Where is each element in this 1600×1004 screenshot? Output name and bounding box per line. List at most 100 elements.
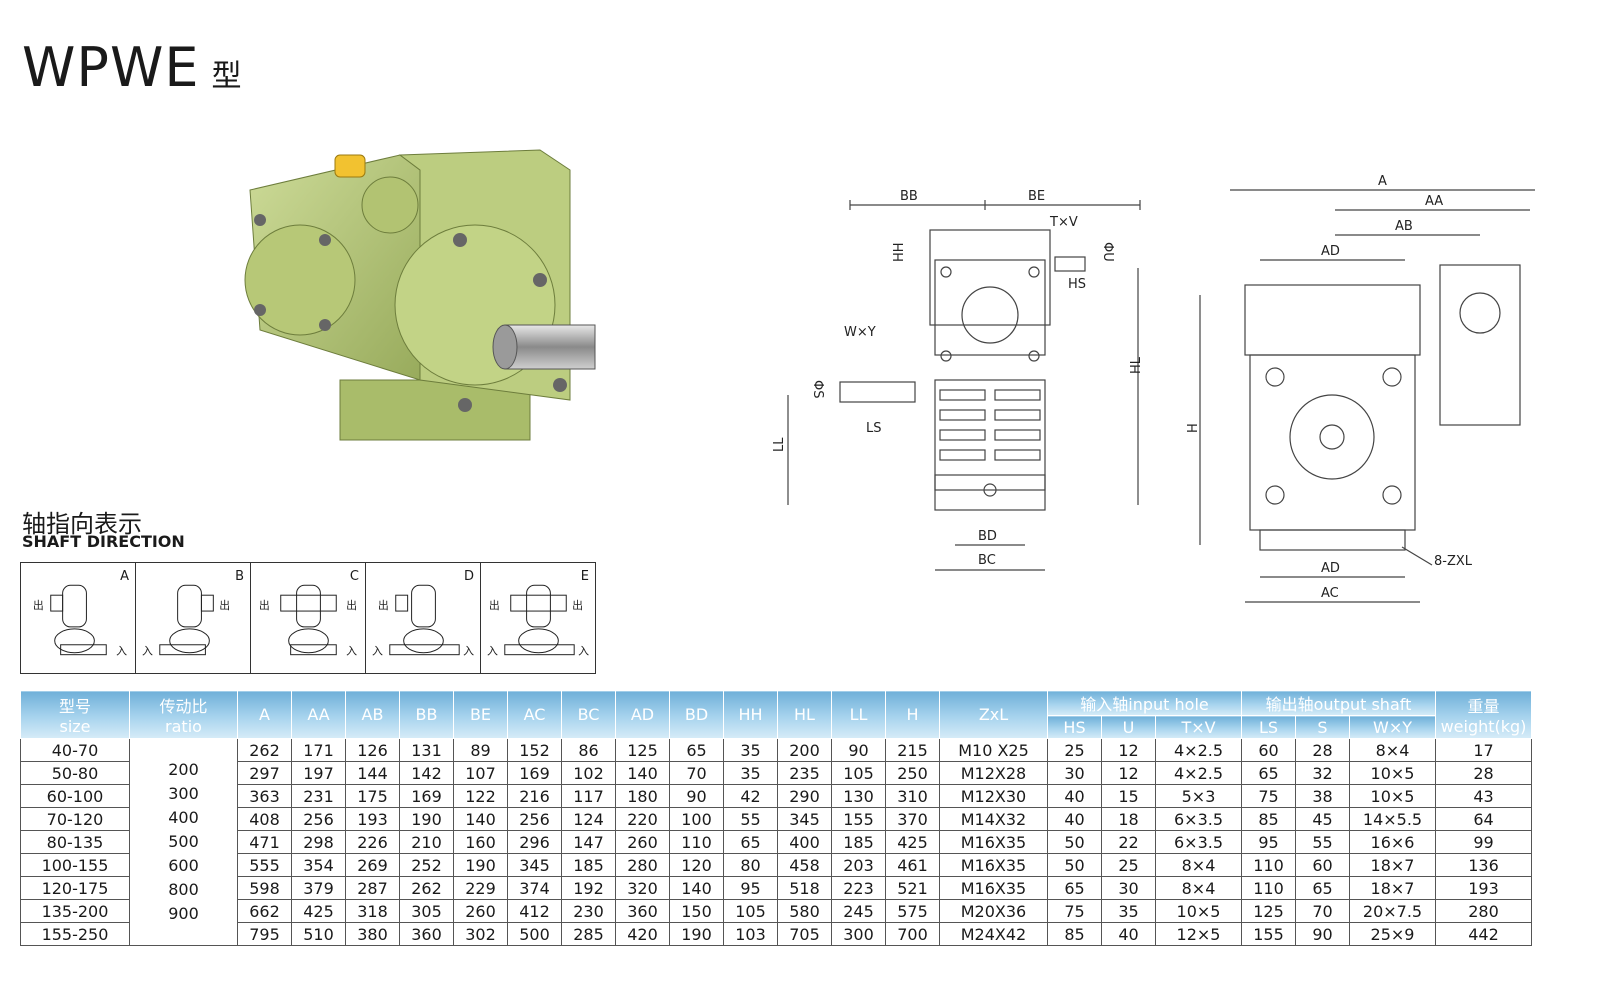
table-cell: M16X35 (939, 876, 1048, 900)
table-cell: 40 (1101, 922, 1156, 946)
table-cell: 14×5.5 (1349, 807, 1436, 831)
table-cell: 185 (561, 853, 616, 877)
table-cell: 50-80 (20, 761, 130, 785)
table-cell: 90 (1295, 922, 1350, 946)
table-cell: 147 (561, 830, 616, 854)
shaft-direction-title-en: SHAFT DIRECTION (22, 532, 185, 551)
table-cell: 32 (1295, 761, 1350, 785)
table-cell: 230 (561, 899, 616, 923)
table-cell: 155-250 (20, 922, 130, 946)
col-header: AA (291, 690, 346, 739)
col-header: HS (1047, 715, 1102, 739)
table-cell: 35 (723, 738, 778, 762)
table-cell: 180 (615, 784, 670, 808)
table-cell: 70 (1295, 899, 1350, 923)
table-cell: 555 (237, 853, 292, 877)
table-cell: 28 (1295, 738, 1350, 762)
out-label: 出 (219, 598, 230, 612)
dim-phiu: ΦU (1100, 242, 1115, 262)
table-cell: 226 (345, 830, 400, 854)
dim-bc: BC (978, 553, 996, 568)
table-cell: 110 (1241, 853, 1296, 877)
table-cell: 287 (345, 876, 400, 900)
table-cell: 185 (831, 830, 886, 854)
table-cell: 354 (291, 853, 346, 877)
table-cell: 42 (723, 784, 778, 808)
table-cell: 8×4 (1155, 876, 1242, 900)
table-cell: 155 (831, 807, 886, 831)
dim-hl: HL (1129, 356, 1144, 374)
table-cell: 17 (1435, 738, 1532, 762)
dim-aa: AA (1425, 194, 1443, 209)
table-cell: 65 (1047, 876, 1102, 900)
in-label: 入 (463, 645, 474, 658)
table-cell: 35 (1101, 899, 1156, 923)
table-cell: M24X42 (939, 922, 1048, 946)
table-cell: 245 (831, 899, 886, 923)
table-cell: 305 (399, 899, 454, 923)
table-cell: 216 (507, 784, 562, 808)
panel-label: D (463, 569, 474, 584)
table-cell: M16X35 (939, 853, 1048, 877)
dim-txv: T×V (1049, 215, 1078, 230)
table-cell: 220 (615, 807, 670, 831)
table-cell: 89 (453, 738, 508, 762)
col-header: BC (561, 690, 616, 739)
table-cell: 50 (1047, 830, 1102, 854)
table-cell: 260 (615, 830, 670, 854)
table-cell: 320 (615, 876, 670, 900)
table-cell: 412 (507, 899, 562, 923)
table-cell: 105 (723, 899, 778, 923)
table-cell: 160 (453, 830, 508, 854)
table-cell: 380 (345, 922, 400, 946)
shaft-diagram-icon: 出 出 入 入 (487, 584, 589, 658)
table-cell: 12 (1101, 738, 1156, 762)
dimension-drawing-side: A AA AB AD H AD AC 8-ZXL (1186, 174, 1535, 603)
table-cell: 105 (831, 761, 886, 785)
dim-ac: AC (1321, 586, 1339, 601)
ratio-value: 400 (168, 808, 199, 827)
table-cell: 193 (345, 807, 400, 831)
table-cell: 662 (237, 899, 292, 923)
dim-phis: ΦS (810, 380, 825, 398)
table-cell: 252 (399, 853, 454, 877)
col-header: AD (615, 690, 670, 739)
table-cell: 75 (1047, 899, 1102, 923)
table-cell: 16×6 (1349, 830, 1436, 854)
table-cell: 110 (1241, 876, 1296, 900)
table-cell: 8×4 (1349, 738, 1436, 762)
table-cell: 125 (1241, 899, 1296, 923)
shaft-direction-panel-b: B 出 入 (136, 563, 251, 673)
table-cell: 10×5 (1349, 761, 1436, 785)
table-cell: 30 (1047, 761, 1102, 785)
table-cell: M10 X25 (939, 738, 1048, 762)
table-cell: 142 (399, 761, 454, 785)
table-cell: 28 (1435, 761, 1532, 785)
table-cell: 80-135 (20, 830, 130, 854)
shaft-direction-panel-d: D 出 入 入 (366, 563, 481, 673)
in-label: 入 (346, 645, 357, 658)
table-cell: 100-155 (20, 853, 130, 877)
table-cell: 60-100 (20, 784, 130, 808)
shaft-direction-diagrams: A 出 入 B 出 入 C 出 出 入 D 出 入 (20, 562, 596, 674)
table-cell: 110 (669, 830, 724, 854)
table-cell: 25×9 (1349, 922, 1436, 946)
table-cell: 65 (669, 738, 724, 762)
table-cell: 363 (237, 784, 292, 808)
table-cell: 117 (561, 784, 616, 808)
table-cell: 318 (345, 899, 400, 923)
table-cell: 510 (291, 922, 346, 946)
table-cell: 500 (507, 922, 562, 946)
table-cell: 8×4 (1155, 853, 1242, 877)
table-cell: 705 (777, 922, 832, 946)
panel-label: E (580, 569, 589, 584)
table-cell: 408 (237, 807, 292, 831)
table-cell: 171 (291, 738, 346, 762)
ratio-value: 500 (168, 832, 199, 851)
col-group-input: 输入轴input hole (1047, 690, 1242, 716)
table-cell: 360 (399, 922, 454, 946)
table-cell: 200 (777, 738, 832, 762)
